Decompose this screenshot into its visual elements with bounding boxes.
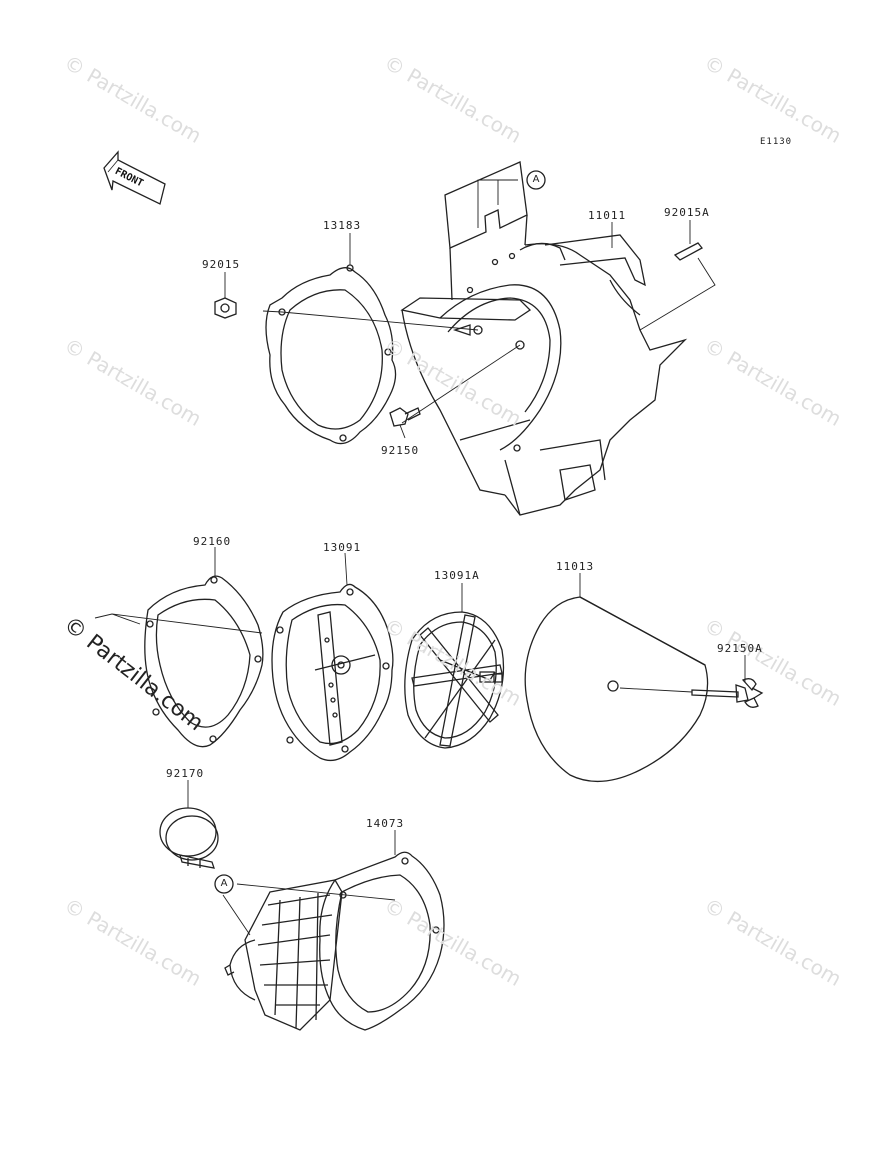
nut-92015 — [214, 297, 237, 319]
part-number-92150[interactable]: 92150 — [381, 444, 420, 457]
part-number-13091[interactable]: 13091 — [323, 541, 362, 554]
part-number-11013[interactable]: 11013 — [556, 560, 595, 573]
air-cleaner-housing — [400, 161, 688, 516]
reference-circle-bottom — [214, 874, 234, 894]
reference-mark-top: A — [532, 174, 540, 185]
gasket-13183 — [265, 264, 397, 445]
reference-mark-bottom: A — [220, 878, 228, 889]
gasket-92160 — [144, 575, 264, 748]
part-number-14073[interactable]: 14073 — [366, 817, 405, 830]
part-number-92015A[interactable]: 92015A — [664, 206, 710, 219]
filter-cage-13091A — [404, 611, 505, 749]
filter-element-11013 — [524, 596, 709, 783]
part-number-11011[interactable]: 11011 — [588, 209, 627, 222]
reference-circle-top — [526, 170, 546, 190]
part-number-92150A[interactable]: 92150A — [717, 642, 763, 655]
wing-bolt-92150A — [691, 678, 764, 708]
intake-duct-14073 — [224, 851, 445, 1031]
diagram-code: E1130 — [760, 137, 793, 147]
part-number-13183[interactable]: 13183 — [323, 219, 362, 232]
part-number-92170[interactable]: 92170 — [166, 767, 205, 780]
part-number-92160[interactable]: 92160 — [193, 535, 232, 548]
hose-clamp-92170 — [159, 807, 219, 869]
leader-lines — [94, 179, 746, 936]
plate-92015A — [673, 242, 703, 261]
bolt-92150 — [389, 407, 421, 427]
filter-frame-13091 — [271, 583, 394, 762]
part-number-13091A[interactable]: 13091A — [434, 569, 480, 582]
part-number-92015[interactable]: 92015 — [202, 258, 241, 271]
front-arrow-icon — [103, 150, 166, 205]
